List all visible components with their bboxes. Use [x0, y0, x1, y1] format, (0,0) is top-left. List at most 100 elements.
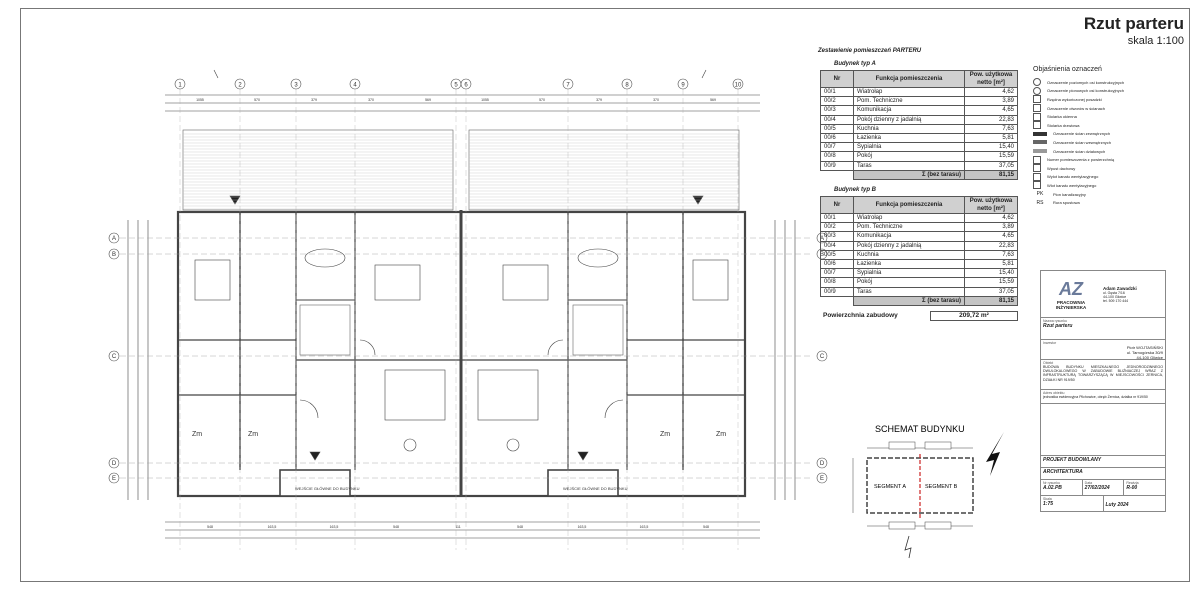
cell-area: 15,40	[964, 142, 1018, 153]
legend-item: Wlot kanału wentylacyjnego	[1033, 181, 1165, 190]
date-label: Data	[1084, 481, 1093, 485]
address-text: jednostka ewidencyjna Pilchowice, obręb …	[1043, 395, 1148, 399]
legend-item: Oznaczenie ścian wewnętrznych	[1033, 138, 1165, 147]
cell-nr: 00/9	[820, 160, 854, 171]
cell-name: Wiatrołap	[853, 86, 965, 98]
cell-area: 4,62	[964, 86, 1018, 98]
legend-item: Wpust dachowy	[1033, 164, 1165, 173]
drawing-no-label: Nr rysunku	[1043, 481, 1060, 485]
cell-nr: 00/2	[820, 96, 854, 107]
drawing-meta-cell: Nr rysunku A.02.PB Data 27/02/2024 Rewiz…	[1040, 480, 1166, 496]
axis-label: 7	[566, 83, 570, 89]
cell-nr: 00/7	[820, 142, 854, 153]
legend-text: Stolarka okienna	[1047, 114, 1077, 120]
cell-area: 7,63	[964, 123, 1018, 134]
dimension-label: 569	[710, 98, 716, 102]
dimension-label: 163,5	[268, 525, 277, 529]
axis-label: E	[820, 476, 824, 482]
month-value: Luty 2024	[1105, 502, 1129, 508]
room-table-a: Nr Funkcja pomieszczenia Pow. użytkowa n…	[820, 70, 1018, 180]
company-name: PRACOWNIA INŻYNIERSKA	[1055, 299, 1087, 310]
legend-item: Oznaczenie pionowych osi konstrukcyjnych	[1033, 86, 1165, 96]
revision-label: Rewizja	[1126, 481, 1139, 485]
drawing-name-cell: Nazwa rysunku Rzut parteru	[1040, 318, 1166, 340]
legend-symbol-icon	[1033, 121, 1041, 130]
scale-cell: Skala 1:75 Luty 2024	[1040, 496, 1166, 512]
axis-label: 10	[735, 83, 742, 89]
designer-line-2: 44-100 Gliwice	[1103, 294, 1127, 299]
built-area-label: Powierzchnia zabudowy	[823, 312, 898, 320]
cell-area: 37,05	[964, 160, 1018, 171]
room-label-zm-1: Zm	[192, 431, 202, 438]
sum-value-a: 81,15	[964, 169, 1018, 180]
room-label-zm-4: Zm	[716, 431, 726, 438]
legend-symbol-icon	[1033, 104, 1041, 113]
room-label-zm-3: Zm	[660, 431, 670, 438]
legend-symbol-icon	[1033, 78, 1041, 87]
dimension-label: 548	[207, 525, 213, 529]
cell-name: Łazienka	[853, 132, 965, 144]
designer-line-3: tel. 509 170 444	[1103, 298, 1129, 303]
axis-marker-top: 6	[460, 78, 472, 550]
entrance-label-a: WEJŚCIE GŁÓWNE DO BUDYNKU	[295, 486, 360, 491]
axis-label: 2	[238, 83, 242, 89]
legend-text: Wpust dachowy	[1047, 165, 1076, 171]
axis-marker-top: 4	[349, 78, 361, 550]
cell-area: 37,05	[964, 286, 1018, 297]
cell-name: Taras	[853, 160, 965, 171]
scale-value: 1:75	[1043, 501, 1054, 507]
axis-label: D	[112, 461, 117, 467]
axis-marker-side: A	[108, 232, 120, 244]
axis-marker-side: D	[816, 457, 828, 469]
cell-name: Komunikacja	[853, 105, 965, 116]
address-cell: Adres obiektu jednostka ewidencyjna Pilc…	[1040, 390, 1166, 404]
sum-value-b: 81,15	[964, 295, 1018, 306]
legend-text: Stolarka drzwiowa	[1047, 122, 1080, 128]
cell-area: 4,65	[964, 105, 1018, 116]
designer-name: Adam Zawadzki	[1103, 285, 1137, 291]
axis-marker-top: 5	[450, 78, 462, 550]
cell-name: Komunikacja	[853, 231, 965, 242]
scale-label: Skala	[1043, 497, 1052, 501]
dimension-label: 379	[311, 98, 317, 102]
col-name: Funkcja pomieszczenia	[853, 196, 965, 214]
object-text: BUDOWA BUDYNKU MIESZKALNEGO JEDNORODZINN…	[1043, 365, 1163, 382]
axis-marker-top: 1	[174, 78, 186, 550]
cell-nr: 00/5	[820, 123, 854, 134]
cell-name: Pokój dzienny z jadalnią	[853, 240, 965, 251]
cell-area: 22,83	[964, 240, 1018, 251]
legend-title: Objaśnienia oznaczeń	[1033, 66, 1102, 73]
title-block: AZ PRACOWNIA INŻYNIERSKA Adam Zawadzki u…	[1040, 270, 1166, 512]
axis-marker-side: E	[108, 472, 120, 484]
axis-marker-top: 2	[234, 78, 246, 550]
legend-item: Oznaczenie ścian zewnętrznych	[1033, 130, 1165, 139]
built-area-value: 209,72 m²	[930, 310, 1018, 322]
axis-label: D	[820, 461, 825, 467]
object-cell: Obiekt BUDOWA BUDYNKU MIESZKALNEGO JEDNO…	[1040, 360, 1166, 390]
axis-label: A	[112, 236, 116, 242]
axis-label: 6	[464, 83, 468, 89]
axis-label: 3	[294, 83, 298, 89]
cell-nr: 00/9	[820, 286, 854, 297]
north-arrow-icon	[986, 432, 1004, 476]
axis-label: 5	[454, 83, 458, 89]
legend-text: Oznaczenie otworów w ścianach	[1047, 105, 1106, 111]
cell-nr: 00/4	[820, 114, 854, 125]
legend-item: Oznaczenie otworów w ścianach	[1033, 104, 1165, 113]
date-value: 27/02/2024	[1084, 485, 1110, 491]
legend-item: Rzędna wykończonej posadzki	[1033, 95, 1165, 104]
axis-label: 8	[625, 83, 629, 89]
legend-symbol-icon	[1033, 95, 1041, 104]
dimension-label: 163,5	[330, 525, 339, 529]
investor-line-1: Piotr WOJTASIŃSKI	[1126, 345, 1163, 350]
cell-name: Pokój	[853, 277, 965, 288]
